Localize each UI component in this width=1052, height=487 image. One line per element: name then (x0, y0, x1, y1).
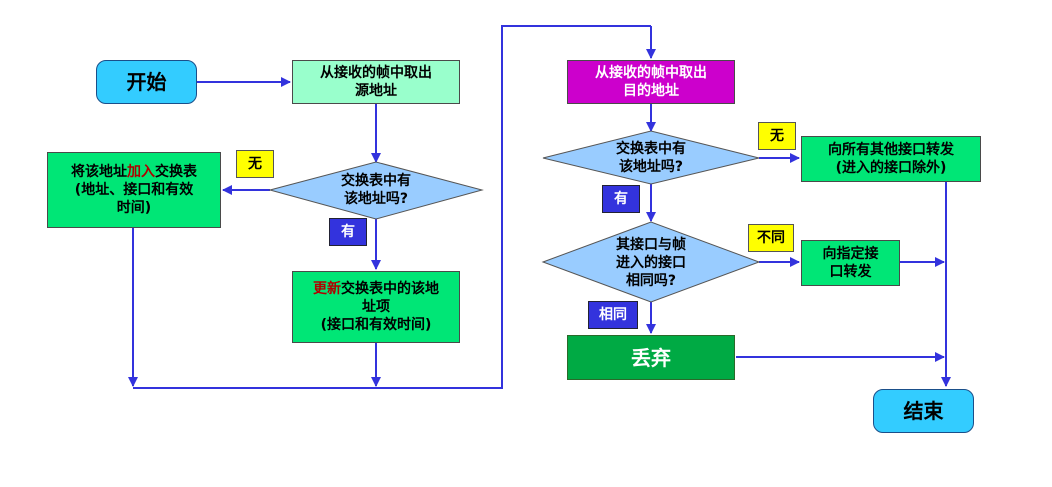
connector-join (133, 25, 651, 389)
update-entry-box: 更新交换表中的该地 址项 (接口和有效时间) (292, 271, 460, 343)
add-entry-prefix: 将该地址 (71, 164, 127, 180)
decision-dst-diamond (542, 130, 760, 185)
discard-box: 丢弃 (567, 335, 735, 380)
update-entry-highlight: 更新 (313, 281, 341, 297)
update-entry-line3: (接口和有效时间) (320, 317, 432, 333)
extract-source-line1: 从接收的帧中取出 (320, 65, 432, 81)
label-no-src: 无 (236, 150, 274, 178)
extract-source-line2: 源地址 (355, 83, 397, 99)
forward-line2: 口转发 (829, 264, 872, 280)
add-entry-highlight: 加入 (127, 164, 155, 180)
decision-same-diamond (541, 221, 761, 303)
label-no-src-text: 无 (248, 156, 262, 172)
label-same: 相同 (588, 301, 638, 329)
add-entry-line1: 将该地址加入交换表 (71, 163, 197, 181)
decision-same-text: 其接口与帧 进入的接口 相同吗? (591, 236, 711, 290)
add-entry-line3: 时间) (116, 200, 152, 216)
discard-label: 丢弃 (631, 345, 671, 370)
label-yes-dst: 有 (602, 185, 640, 213)
extract-destination-box: 从接收的帧中取出 目的地址 (567, 60, 735, 104)
decision-src-text: 交换表中有 该地址吗? (316, 172, 436, 208)
broadcast-box: 向所有其他接口转发 (进入的接口除外) (801, 136, 981, 182)
start-label: 开始 (126, 70, 167, 94)
end-label: 结束 (903, 399, 944, 423)
add-entry-box: 将该地址加入交换表 (地址、接口和有效 时间) (47, 152, 221, 228)
start-terminal: 开始 (96, 60, 197, 104)
decision-dst-text: 交换表中有 该地址吗? (591, 140, 711, 176)
decision-dst-line2: 该地址吗? (618, 159, 684, 175)
broadcast-line1: 向所有其他接口转发 (828, 142, 954, 158)
label-yes-src-text: 有 (341, 224, 355, 240)
decision-dst-line1: 交换表中有 (616, 141, 686, 157)
label-different-text: 不同 (757, 230, 785, 246)
extract-destination-line2: 目的地址 (623, 83, 679, 99)
label-different: 不同 (748, 224, 794, 252)
decision-src-line2: 该地址吗? (343, 191, 409, 207)
broadcast-line2: (进入的接口除外) (835, 160, 947, 176)
label-no-dst-text: 无 (770, 128, 784, 144)
update-entry-line2: 址项 (362, 299, 390, 315)
decision-same-line3: 相同吗? (625, 273, 677, 289)
label-yes-src: 有 (329, 218, 367, 246)
label-same-text: 相同 (599, 307, 627, 323)
update-entry-line1: 更新交换表中的该地 (313, 280, 439, 298)
extract-destination-line1: 从接收的帧中取出 (595, 65, 707, 81)
decision-same-line1: 其接口与帧 (616, 237, 686, 253)
add-entry-suffix: 交换表 (155, 164, 197, 180)
decision-src-line1: 交换表中有 (341, 173, 411, 189)
decision-same-line2: 进入的接口 (616, 255, 686, 271)
forward-line1: 向指定接 (822, 246, 879, 262)
add-entry-line2: (地址、接口和有效 (74, 182, 194, 198)
end-terminal: 结束 (873, 389, 974, 433)
label-yes-dst-text: 有 (614, 191, 628, 207)
extract-source-box: 从接收的帧中取出 源地址 (292, 60, 460, 104)
forward-box: 向指定接 口转发 (801, 240, 900, 286)
label-no-dst: 无 (758, 122, 796, 150)
decision-src-diamond (268, 161, 484, 220)
update-entry-suffix: 交换表中的该地 (341, 281, 439, 297)
